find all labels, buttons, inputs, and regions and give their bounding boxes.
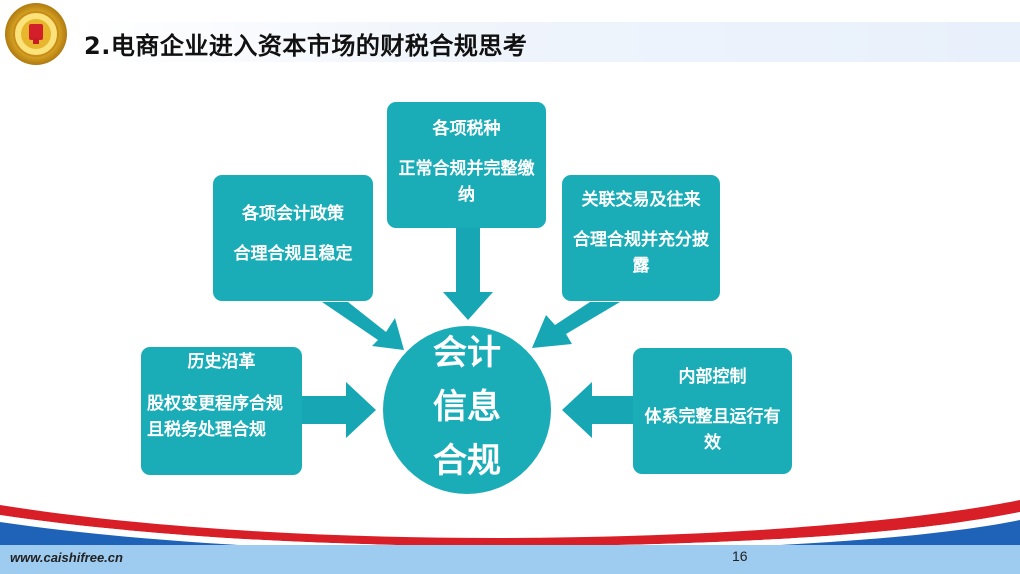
center-circle [383,326,551,494]
wave-white-gap [0,512,1020,552]
center-line-2: 信息 [433,387,501,427]
box-tax-types: 各项税种 正常合规并完整缴纳 [387,102,546,228]
box-internal-control-heading: 内部控制 [678,367,747,387]
arrow-diag-left [322,302,404,350]
arrow-diag-right [532,302,620,348]
box-history: 历史沿革 股权变更程序合规且税务处理合规 [141,347,302,475]
arrow-left [562,382,633,438]
logo-seal [2,2,70,66]
center-label: 会计 信息 合规 [383,326,551,488]
box-history-body: 股权变更程序合规且税务处理合规 [147,394,283,440]
slide-title: 2.电商企业进入资本市场的财税合规思考 [84,32,528,60]
arrow-down [443,228,493,320]
box-internal-control: 内部控制 体系完整且运行有效 [633,348,792,474]
wave-red [0,500,1020,547]
center-line-1: 会计 [433,333,501,373]
box-history-heading: 历史沿革 [187,352,256,372]
box-accounting-policy-body: 合理合规且稳定 [233,244,353,264]
footer-band [0,545,1020,574]
box-tax-types-heading: 各项税种 [432,119,501,139]
footer-url[interactable]: www.caishifree.cn [10,550,123,565]
arrow-right [302,382,376,438]
page-number: 16 [732,548,748,564]
box-related-transactions: 关联交易及往来 合理合规并充分披露 [562,175,720,301]
box-tax-types-body: 正常合规并完整缴纳 [398,159,535,205]
box-related-transactions-body: 合理合规并充分披露 [573,230,709,276]
box-accounting-policy: 各项会计政策 合理合规且稳定 [213,175,373,301]
center-line-3: 合规 [433,441,501,481]
box-internal-control-body: 体系完整且运行有效 [644,407,781,453]
title-bar [74,22,1020,62]
box-accounting-policy-heading: 各项会计政策 [242,204,344,224]
box-related-transactions-heading: 关联交易及往来 [581,190,701,210]
